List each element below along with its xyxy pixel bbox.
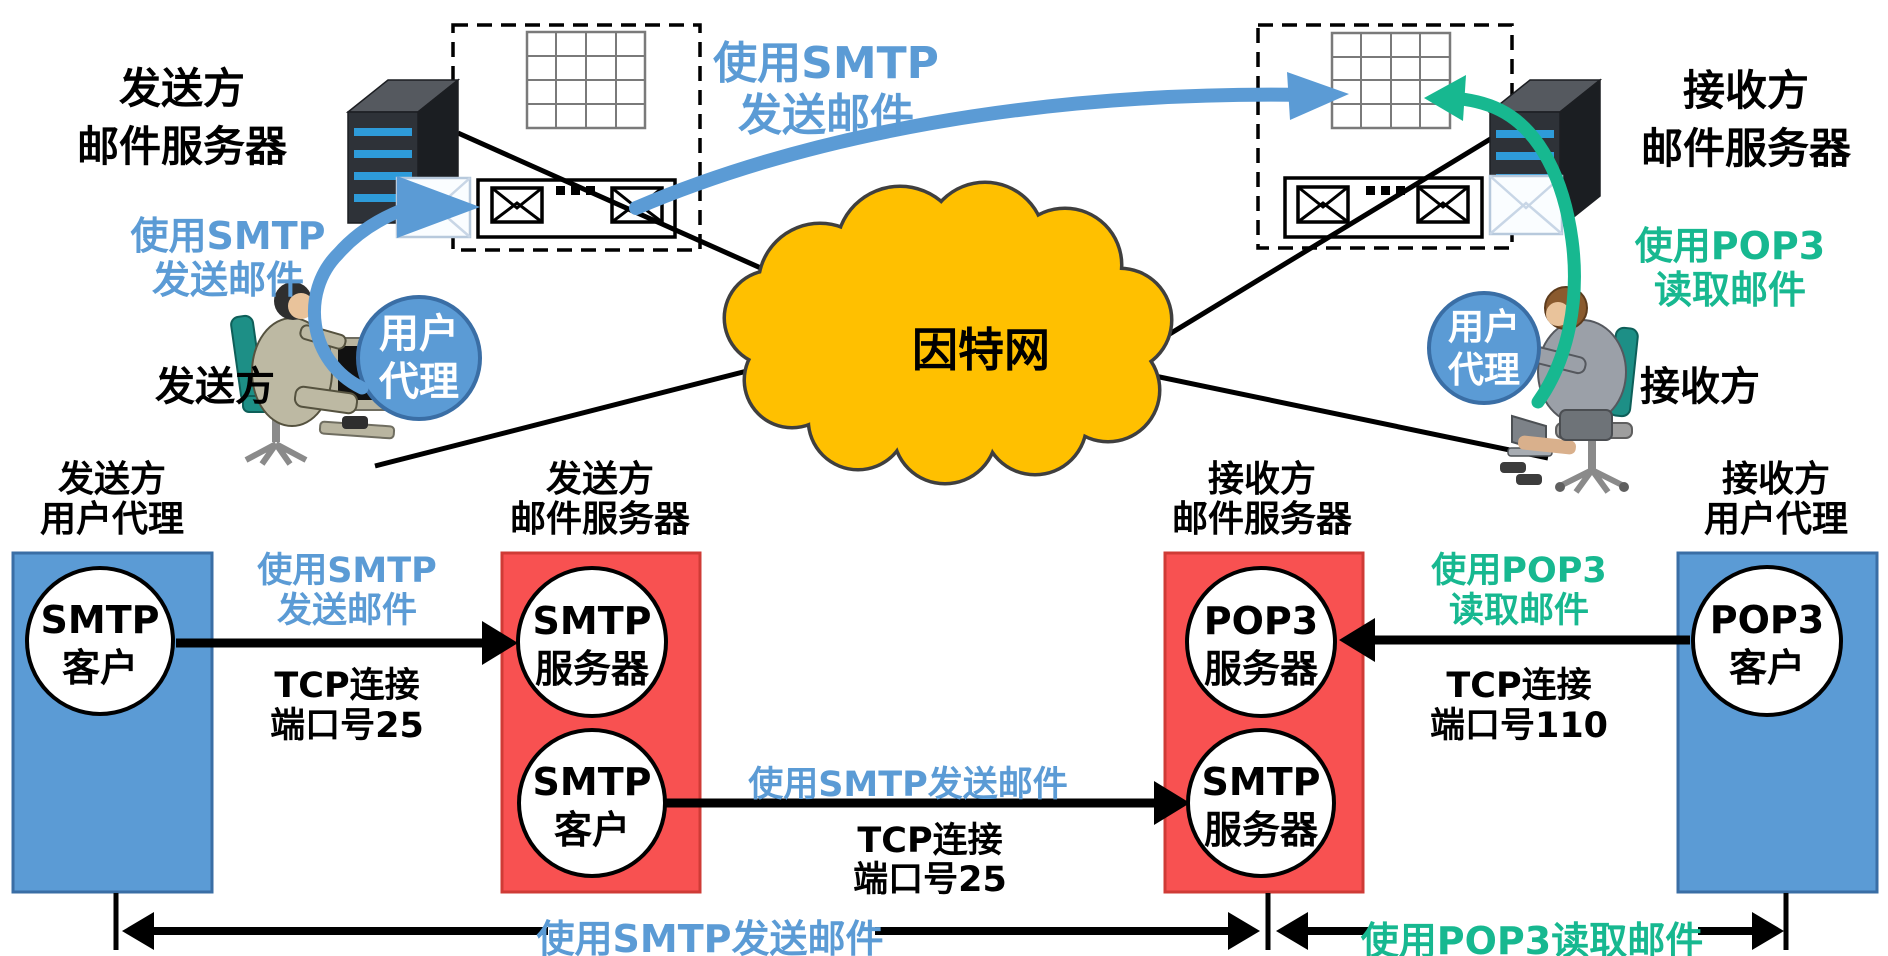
smtp-send-label-top: 使用SMTP 发送邮件 (713, 38, 939, 141)
receiver-server-header: 接收方 邮件服务器 (1171, 459, 1353, 540)
sender-mail-server-title: 发送方 邮件服务器 (76, 64, 288, 171)
receiver-mail-server-title: 接收方 邮件服务器 (1640, 66, 1852, 173)
span-smtp-label: 使用SMTP发送邮件 (536, 917, 884, 956)
smtp-transfer-arrow (629, 72, 1349, 215)
arrow1-protocol-label: 使用SMTP 发送邮件 (257, 551, 437, 631)
receiver-user-agent-label: 用户 代理 (1447, 307, 1521, 391)
pop3-read-arrow (1424, 75, 1581, 409)
envelope-icon (1416, 185, 1470, 224)
arrow1-tcp-label: TCP连接 端口号25 (270, 666, 424, 746)
link-internet-to-receiver-host (1149, 372, 1549, 461)
pop3-read-label-right: 使用POP3 读取邮件 (1634, 224, 1826, 312)
sender-label: 发送方 (155, 364, 275, 410)
receiver-label: 接收方 (1640, 364, 1760, 410)
smtp-server-label-sender: SMTP 服务器 (532, 599, 652, 691)
arrow2-tcp-label: TCP连接 端口号25 (853, 821, 1007, 900)
pop3-server-circle (1185, 566, 1337, 718)
receiver-user-agent-circle (1427, 291, 1541, 405)
arrow2-protocol-label: 使用SMTP发送邮件 (748, 765, 1068, 805)
span-arrow-smtp (113, 893, 1271, 950)
smtp-server-label-receiver: SMTP 服务器 (1201, 760, 1321, 852)
sender-mailbox-dashed-box (451, 23, 702, 252)
receiver-message-table-icon (1330, 31, 1452, 130)
internet-label: 因特网 (912, 323, 1050, 377)
sender-user-agent-circle (356, 295, 482, 421)
sender-ua-header: 发送方 用户代理 (39, 459, 185, 540)
sender-server-header: 发送方 邮件服务器 (509, 459, 691, 540)
internet-cloud (722, 180, 1174, 486)
span-arrow-pop3 (1276, 893, 1789, 950)
smtp-client-label-ua: SMTP 客户 (40, 598, 160, 690)
sender-mail-queue-box (476, 178, 677, 239)
arrow3-protocol-label: 使用POP3 读取邮件 (1431, 551, 1607, 631)
sender-person-illustration (230, 282, 396, 466)
arrow-pop3-client-to-pop3-server (1339, 618, 1690, 662)
receiver-incoming-envelope-icon (1488, 174, 1564, 236)
receiver-mail-queue-box (1283, 176, 1484, 239)
smtp-send-label-left: 使用SMTP 发送邮件 (130, 214, 326, 302)
pop3-client-circle (1691, 565, 1843, 717)
envelope-icon (1296, 185, 1350, 224)
smtp-server-circle-sender (516, 566, 668, 718)
smtp-client-label-sender: SMTP 客户 (532, 760, 652, 852)
span-pop3-label: 使用POP3读取邮件 (1360, 919, 1704, 956)
envelope-icon (490, 186, 544, 224)
link-sender-host-to-internet (374, 357, 791, 469)
pop3-server-label: POP3 服务器 (1203, 599, 1319, 691)
smtp-upload-arrow (307, 176, 480, 395)
smtp-client-circle-ua (25, 566, 175, 716)
receiver-ua-header: 接收方 用户代理 (1703, 459, 1849, 540)
arrow3-tcp-label: TCP连接 端口号110 (1429, 666, 1609, 746)
arrow-smtp-client-to-smtp-server (664, 781, 1190, 825)
sender-user-agent-label: 用户 代理 (379, 311, 459, 405)
link-internet-to-receiver-server (1133, 132, 1499, 358)
sender-message-table-icon (525, 30, 647, 130)
ellipsis-dots-icon (1366, 186, 1405, 195)
arrow-ua-to-smtp-server (176, 621, 518, 665)
receiver-person-illustration (1500, 286, 1639, 494)
pop3-client-label: POP3 客户 (1709, 598, 1825, 690)
